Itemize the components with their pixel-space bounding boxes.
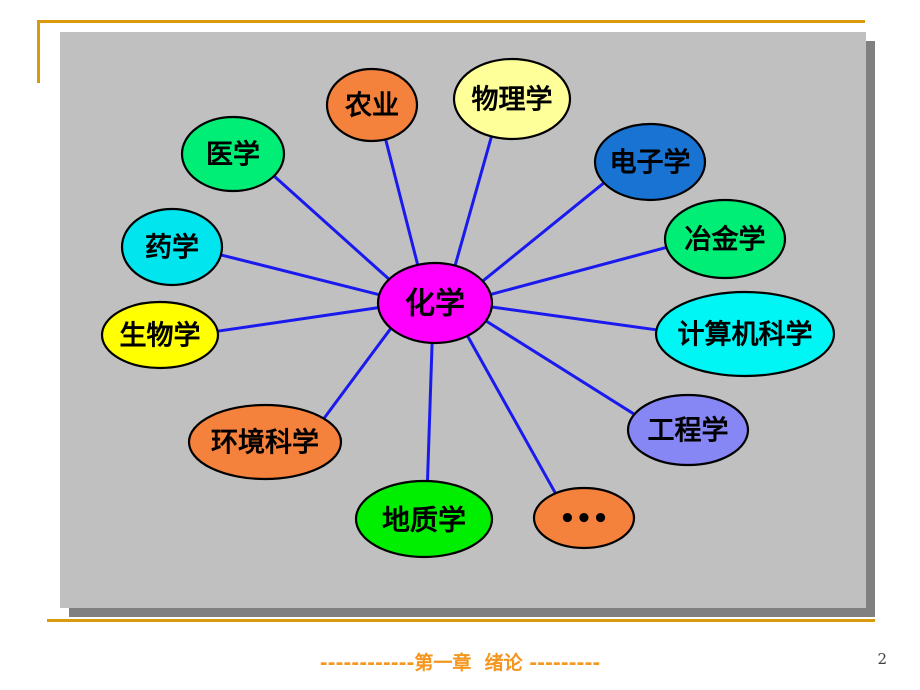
page-number: 2 [877, 650, 887, 668]
node-shape-physics [452, 57, 572, 141]
diagram-edge-agriculture [384, 137, 420, 267]
decorative-rule-left [37, 20, 40, 83]
slide-footer: ------------第一章 绪论 --------- [319, 652, 601, 674]
node-shape-metallurgy [663, 198, 787, 280]
diagram-node-agriculture[interactable]: 农业 [325, 67, 419, 143]
node-shape-agriculture [325, 67, 419, 143]
node-label-others: ••• [559, 504, 609, 534]
node-label-computer-science: 计算机科学 [678, 319, 813, 351]
node-shape-geology [354, 479, 494, 559]
decorative-rule-top [37, 20, 865, 23]
diagram-node-medicine[interactable]: 医学 [180, 115, 286, 193]
diagram-edge-environmental-science [322, 326, 393, 421]
diagram-node-physics[interactable]: 物理学 [452, 57, 572, 141]
diagram-edge-electronics [481, 181, 606, 283]
decorative-rule-bottom [47, 619, 875, 622]
diagram-edge-physics [453, 134, 493, 268]
diagram-edges-layer [216, 134, 668, 495]
diagram-edge-engineering [484, 319, 636, 416]
node-label-agriculture: 农业 [344, 91, 399, 122]
node-label-geology: 地质学 [382, 504, 466, 537]
node-shape-medicine [180, 115, 286, 193]
diagram-node-geology[interactable]: 地质学 [354, 479, 494, 559]
diagram-node-chemistry[interactable]: 化学 [376, 261, 494, 345]
diagram-node-computer-science[interactable]: 计算机科学 [654, 290, 836, 378]
node-label-pharmacy: 药学 [145, 232, 199, 264]
node-shape-engineering [626, 393, 750, 467]
node-shape-others [532, 486, 636, 550]
node-shape-chemistry [376, 261, 494, 345]
node-label-metallurgy: 冶金学 [685, 224, 766, 256]
node-shape-environmental-science [187, 403, 343, 481]
diagram-node-pharmacy[interactable]: 药学 [120, 207, 224, 287]
diagram-edge-geology [426, 341, 434, 483]
diagram-node-environmental-science[interactable]: 环境科学 [187, 403, 343, 481]
node-label-physics: 物理学 [472, 84, 553, 116]
diagram-edge-medicine [272, 174, 391, 281]
node-label-electronics: 电子学 [610, 147, 691, 179]
node-label-biology: 生物学 [120, 320, 201, 352]
diagram-edge-biology [216, 306, 380, 333]
node-shape-electronics [593, 122, 707, 202]
node-label-medicine: 医学 [206, 139, 260, 171]
node-shape-computer-science [654, 290, 836, 378]
diagram-node-electronics[interactable]: 电子学 [593, 122, 707, 202]
diagram-node-others[interactable]: ••• [532, 486, 636, 550]
node-label-environmental-science: 环境科学 [211, 427, 319, 459]
node-shape-biology [100, 300, 220, 370]
node-label-chemistry: 化学 [405, 287, 465, 322]
node-label-engineering: 工程学 [648, 415, 729, 447]
diagram-edge-metallurgy [489, 245, 668, 296]
diagram-node-engineering[interactable]: 工程学 [626, 393, 750, 467]
diagram-edge-others [466, 334, 557, 495]
node-shape-pharmacy [120, 207, 224, 287]
diagram-edge-pharmacy [219, 253, 381, 297]
diagram-node-metallurgy[interactable]: 冶金学 [663, 198, 787, 280]
diagram-edge-computer-science [490, 305, 658, 332]
diagram-node-biology[interactable]: 生物学 [100, 300, 220, 370]
